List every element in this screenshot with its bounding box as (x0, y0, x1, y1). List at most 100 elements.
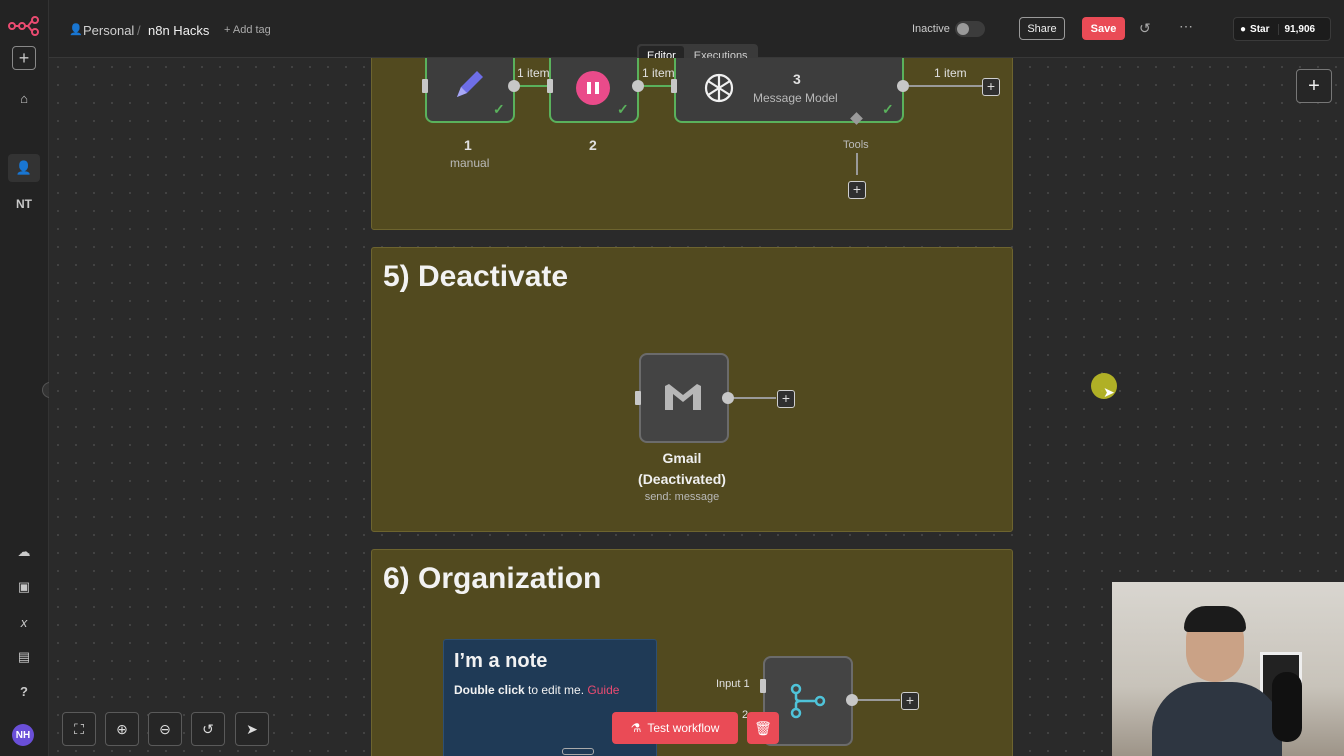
add-tool-button[interactable]: + (848, 181, 866, 199)
node-name: Gmail (Deactivated) (638, 450, 726, 487)
breadcrumb-separator: / (137, 23, 141, 38)
add-node-button[interactable]: + (777, 390, 795, 408)
gmail-node[interactable] (639, 353, 729, 443)
input-port[interactable] (635, 391, 641, 405)
manual-trigger-node[interactable]: ✓ (425, 58, 515, 123)
sticky-note-section-top[interactable]: ✓ 1 item 1 manual ✓ 1 item 2 3 Message M… (371, 58, 1013, 230)
save-button[interactable]: Save (1082, 17, 1125, 40)
share-button[interactable]: Share (1019, 17, 1065, 40)
note-title: I’m a note (454, 650, 548, 672)
test-workflow-label: Test workflow (647, 721, 720, 735)
connection-line[interactable] (644, 85, 672, 87)
n8n-logo-icon[interactable] (8, 16, 40, 36)
note-bold-text: Double click (454, 683, 525, 697)
microphone (1272, 672, 1302, 742)
output-port[interactable] (846, 694, 858, 706)
active-toggle[interactable] (955, 21, 985, 37)
delete-execution-button[interactable]: 🗑 (747, 712, 779, 744)
note-resize-handle[interactable] (562, 748, 594, 755)
item-count-label: 1 item (642, 66, 675, 80)
sidebar-item-user-initials[interactable]: NT (16, 197, 32, 211)
node-subtitle: Message Model (753, 91, 838, 105)
add-node-button[interactable]: + (982, 78, 1000, 96)
node-number: 2 (589, 137, 597, 153)
merge-input-label: Input 1 (716, 678, 750, 690)
connection-line[interactable] (520, 85, 548, 87)
zoom-in-button[interactable]: ⊕ (105, 712, 139, 746)
more-options-icon[interactable]: ⋯ (1179, 18, 1193, 34)
zoom-to-fit-button[interactable]: ⛶ (62, 712, 96, 746)
workflow-name[interactable]: n8n Hacks (148, 23, 210, 38)
workflow-canvas[interactable]: ✓ 1 item 1 manual ✓ 1 item 2 3 Message M… (49, 58, 1344, 756)
cursor-highlight (1091, 373, 1117, 399)
node-number: 1 (464, 137, 472, 153)
variables-icon[interactable]: x (20, 614, 28, 630)
success-check-icon: ✓ (493, 101, 505, 117)
success-check-icon: ✓ (882, 101, 894, 117)
left-sidebar: + ⌂ 👤 NT ☁ ▣ x ▤ ? NH › (0, 0, 58, 756)
connection-line (909, 85, 984, 87)
merge-node[interactable] (763, 656, 853, 746)
project-user-icon: 👤 (69, 24, 83, 36)
insights-icon[interactable]: ▤ (17, 649, 31, 664)
tools-connector-diamond[interactable] (850, 112, 863, 125)
user-icon[interactable]: 👤 (8, 154, 40, 182)
node-subtitle: manual (450, 156, 490, 170)
input-port[interactable] (422, 79, 428, 93)
mouse-cursor-icon: ➤ (1103, 384, 1115, 400)
note-guide-link[interactable]: Guide (587, 683, 620, 697)
avatar[interactable]: NH (12, 724, 34, 746)
home-icon[interactable]: ⌂ (20, 90, 28, 106)
history-icon[interactable]: ↺ (1139, 20, 1151, 36)
wait-node[interactable]: ✓ (549, 58, 639, 123)
input-port[interactable] (547, 79, 553, 93)
pause-icon (576, 71, 610, 105)
toggle-knob (957, 23, 969, 35)
presenter-body (1152, 682, 1282, 756)
output-port[interactable] (508, 80, 520, 92)
tools-label: Tools (843, 139, 869, 151)
item-count-label: 1 item (517, 66, 550, 80)
tools-connection-line (856, 153, 858, 175)
item-count-label: 1 item (934, 66, 967, 80)
connection-line (734, 397, 776, 399)
presenter-hair (1184, 606, 1246, 632)
section-title: 5) Deactivate (383, 260, 569, 293)
sticky-note-deactivate[interactable]: 5) Deactivate + Gmail (Deactivated) send… (371, 247, 1013, 532)
zoom-out-button[interactable]: ⊖ (148, 712, 182, 746)
help-icon[interactable]: ? (20, 683, 28, 699)
github-star-label: Star (1250, 23, 1270, 35)
webcam-video-overlay (1112, 582, 1344, 756)
cloud-icon[interactable]: ☁ (17, 544, 31, 559)
add-node-button[interactable]: + (901, 692, 919, 710)
input-port[interactable] (671, 79, 677, 93)
output-port[interactable] (897, 80, 909, 92)
note-text: to edit me. (524, 683, 588, 697)
section-title: 6) Organization (383, 562, 602, 595)
templates-icon[interactable]: ▣ (17, 579, 31, 594)
flask-icon: ⚗ (630, 721, 642, 735)
openai-icon (700, 69, 738, 112)
github-star-button[interactable]: ● Star 91,906 (1233, 17, 1331, 41)
note-body: Double click to edit me. Guide (454, 683, 619, 697)
test-workflow-button[interactable]: ⚗ Test workflow (612, 712, 738, 744)
output-port[interactable] (722, 392, 734, 404)
reset-zoom-button[interactable]: ↺ (191, 712, 225, 746)
tidy-up-button[interactable]: ➤ (235, 712, 269, 746)
github-icon: ● (1240, 23, 1247, 35)
gmail-icon (663, 382, 703, 417)
breadcrumb-project[interactable]: Personal (83, 23, 135, 38)
pencil-icon (451, 65, 489, 108)
node-number: 3 (793, 71, 801, 87)
github-star-count: 91,906 (1277, 23, 1315, 35)
node-subtitle: send: message (644, 491, 720, 503)
status-label: Inactive (912, 23, 950, 35)
merge-input2-label: 2 (742, 709, 749, 721)
top-bar: 👤 Personal / n8n Hacks + Add tag Editor … (49, 0, 1344, 74)
open-nodes-panel-button[interactable]: + (1296, 69, 1332, 103)
ai-agent-node[interactable]: 3 Message Model ✓ (674, 58, 904, 125)
add-workflow-icon[interactable]: + (12, 46, 36, 70)
input-port[interactable] (760, 679, 766, 693)
add-tag-link[interactable]: + Add tag (224, 24, 271, 36)
output-port[interactable] (632, 80, 644, 92)
